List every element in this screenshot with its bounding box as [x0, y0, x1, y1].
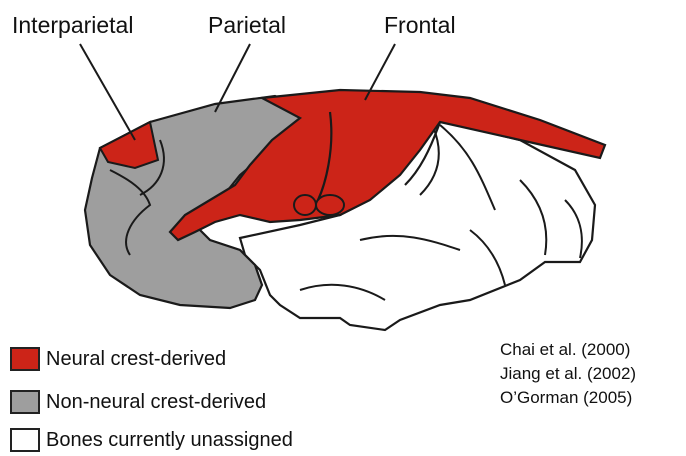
reference-citation: Chai et al. (2000)	[500, 340, 630, 360]
frontal-label: Frontal	[384, 12, 456, 39]
legend-item-unassigned: Bones currently unassigned	[10, 427, 293, 453]
legend-swatch-non-neural	[10, 390, 40, 414]
legend-label: Neural crest-derived	[46, 348, 226, 371]
parietal-label: Parietal	[208, 12, 286, 39]
legend-label: Bones currently unassigned	[46, 429, 293, 452]
legend-item-non-neural: Non-neural crest-derived	[10, 389, 266, 415]
legend-label: Non-neural crest-derived	[46, 391, 266, 414]
legend-swatch-unassigned	[10, 428, 40, 452]
interparietal-label: Interparietal	[12, 12, 133, 39]
legend-swatch-neural	[10, 347, 40, 371]
interparietal-leader-line	[80, 44, 135, 140]
reference-citation: O’Gorman (2005)	[500, 388, 632, 408]
reference-citation: Jiang et al. (2002)	[500, 364, 636, 384]
legend-item-neural: Neural crest-derived	[10, 346, 226, 372]
